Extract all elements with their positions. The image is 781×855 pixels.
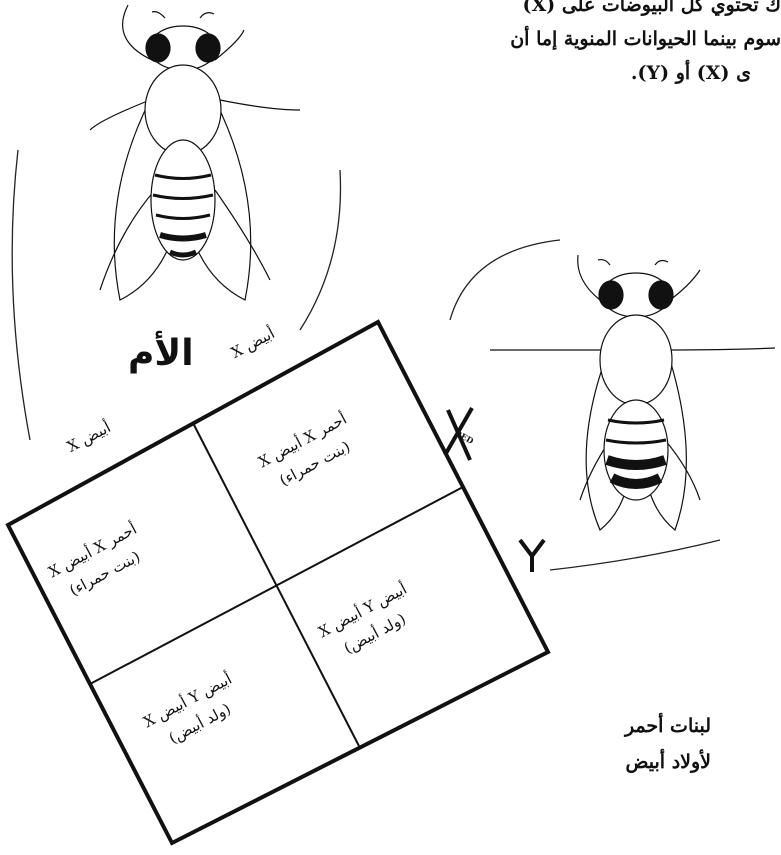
bottom-text-line-1: لبنات أحمر <box>625 708 711 744</box>
mother-arc <box>12 150 30 440</box>
bottom-text: لبنات أحمر لأولاد أبيض <box>625 708 711 780</box>
top-text-line-3: ى (X) أو (Y). <box>371 56 781 90</box>
father-arc-bottom <box>550 540 720 570</box>
top-text-line-2: سوم بينما الحيوانات المنوية إما أن <box>371 22 781 56</box>
punnett-divider-horizontal <box>90 487 463 684</box>
bottom-text-line-2: لأولاد أبيض <box>625 744 711 780</box>
father-y-allele: Y <box>520 540 523 545</box>
mother-label: الأم <box>128 333 194 374</box>
mother-fly-illustration <box>90 5 300 300</box>
father-arc <box>450 240 560 320</box>
top-text-line-1: ك تحتوي كل البيوضات على (X) <box>371 0 781 22</box>
top-paragraph: ك تحتوي كل البيوضات على (X) سوم بينما ال… <box>371 0 781 90</box>
father-y-label: Y <box>520 540 523 545</box>
father-fly-illustration <box>490 255 775 530</box>
mother-arc-right <box>300 170 341 330</box>
